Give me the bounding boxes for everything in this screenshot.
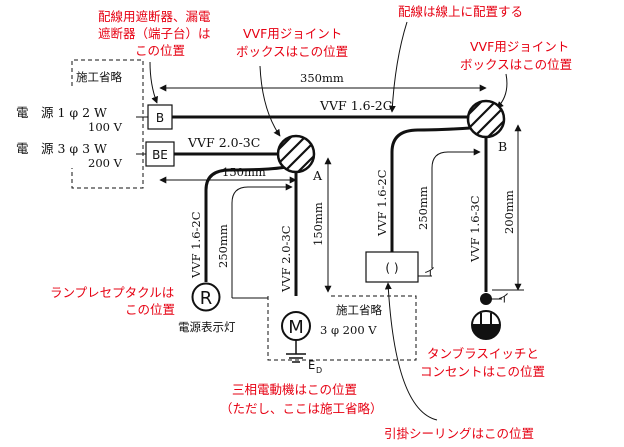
arrow-jb-b xyxy=(496,73,508,109)
annotation-motor-line2: （ただし、ここは施工省略） xyxy=(220,401,383,416)
switch-tick-label: イ xyxy=(498,291,510,305)
arrow-wiring-note xyxy=(388,21,408,113)
power-source-2-line1: 電 源 3 φ 3 W xyxy=(16,141,107,156)
omit-label-source: 施工省略 xyxy=(76,70,122,84)
ceiling-rosette-box xyxy=(365,251,419,283)
annotation-junction-box-b: VVF用ジョイント ボックスはこの位置 xyxy=(460,39,572,72)
source-leads xyxy=(136,116,148,155)
lamp-receptacle-letter: R xyxy=(200,288,213,309)
annotation-jb2-line2: ボックスはこの位置 xyxy=(460,57,572,72)
annotation-lamp: ランプレセプタクルは この位置 xyxy=(50,285,175,317)
dim-250a-label: 250mm xyxy=(216,224,230,268)
point-a-label: A xyxy=(312,168,323,183)
lamp-caption: 電源表示灯 xyxy=(178,320,236,334)
arrow-breaker xyxy=(149,61,158,104)
cable-label-switch: VVF 1.6-3C xyxy=(468,195,482,263)
junction-box-a xyxy=(276,134,316,174)
power-source-2-line2: 200 V xyxy=(88,156,123,170)
annotation-jb1-line1: VVF用ジョイント xyxy=(243,26,342,41)
cable-run-ceiling xyxy=(390,126,471,252)
breaker-box-be xyxy=(145,141,175,167)
dim-250b-label: 250mm xyxy=(416,186,430,230)
tumbler-switch-symbol xyxy=(480,293,492,305)
dim-150h-label: 150mm xyxy=(222,165,266,179)
annotation-jb2-line1: VVF用ジョイント xyxy=(470,39,569,54)
ceiling-tick-label: イ xyxy=(424,265,436,279)
power-source-1-line2: 100 V xyxy=(88,120,123,134)
omit-box-motor xyxy=(267,295,417,361)
cable-label-motor: VVF 2.0-3C xyxy=(279,225,293,293)
dim-250b-line xyxy=(431,148,481,268)
annotation-lamp-line1: ランプレセプタクルは xyxy=(50,285,174,300)
arrow-ceiling xyxy=(384,282,438,421)
dim-250a-line xyxy=(231,183,293,298)
annotation-ceiling: 引掛シーリングはこの位置 xyxy=(384,426,534,441)
omit-box-source xyxy=(71,59,144,189)
breaker-box-be-label: BE xyxy=(152,148,168,162)
annotation-motor-line1: 三相電動機はこの位置 xyxy=(232,382,357,397)
outlet-symbol xyxy=(471,310,501,340)
arrow-jb-a xyxy=(259,65,281,137)
power-source-1-line1: 電 源 1 φ 2 W xyxy=(16,105,107,120)
annotation-motor: 三相電動機はこの位置 （ただし、ここは施工省略） xyxy=(220,382,383,416)
earth-label: E xyxy=(308,358,315,372)
cable-label-top: VVF 1.6-2C xyxy=(319,98,392,113)
earth-subscript: D xyxy=(316,366,322,375)
annotation-junction-box-a: VVF用ジョイント ボックスはこの位置 xyxy=(236,26,348,59)
omit-label-motor: 施工省略 xyxy=(336,303,382,317)
breaker-box-b-label: B xyxy=(156,111,164,125)
annotation-breaker-line2: 遮断器（端子台）は xyxy=(98,26,211,41)
annotation-arrows xyxy=(149,21,508,421)
annotation-wiring-note: 配線は線上に配置する xyxy=(398,4,523,19)
motor-spec: 3 φ 200 V xyxy=(320,323,377,337)
annotation-breaker-line1: 配線用遮断器、漏電 xyxy=(98,9,211,24)
cable-label-ceiling: VVF 1.6-2C xyxy=(375,169,389,237)
earth-symbol xyxy=(286,340,306,363)
point-b-label: B xyxy=(498,139,507,154)
annotation-breaker-line3: この位置 xyxy=(135,43,185,58)
dimension-lines xyxy=(159,84,524,299)
dim-150v-label: 150mm xyxy=(311,202,325,246)
annotation-switch: タンブラスイッチと コンセントはこの位置 xyxy=(420,346,545,379)
annotation-switch-line1: タンブラスイッチと xyxy=(427,346,539,361)
dim-350-label: 350mm xyxy=(300,71,344,85)
annotation-lamp-line2: この位置 xyxy=(125,302,175,317)
motor-letter: M xyxy=(288,317,304,338)
cable-label-lamp: VVF 1.6-2C xyxy=(189,211,203,279)
cable-label-mid: VVF 2.0-3C xyxy=(187,135,260,150)
dim-200-label: 200mm xyxy=(502,190,516,234)
ceiling-rosette-symbol: ( ) xyxy=(385,261,398,275)
annotation-breaker: 配線用遮断器、漏電 遮断器（端子台）は この位置 xyxy=(98,9,211,58)
annotation-switch-line2: コンセントはこの位置 xyxy=(420,364,545,379)
annotation-jb1-line2: ボックスはこの位置 xyxy=(236,44,348,59)
junction-box-b xyxy=(466,99,506,139)
lamp-receptacle-symbol xyxy=(191,282,221,312)
